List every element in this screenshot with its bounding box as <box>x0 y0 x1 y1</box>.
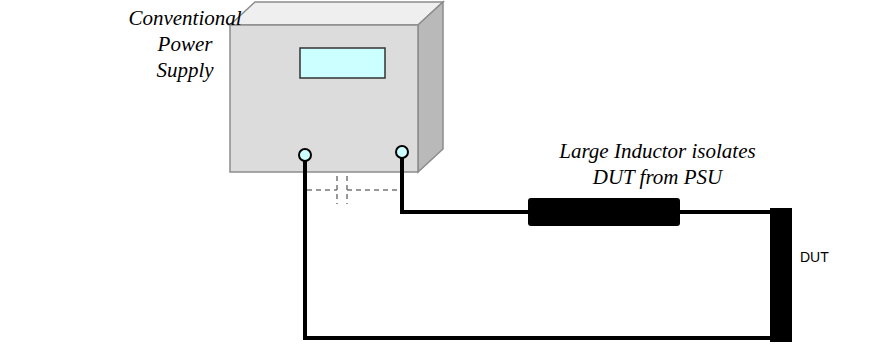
terminal <box>396 146 408 158</box>
supply-top-face <box>230 2 443 25</box>
node-label: Large Inductor isolates DUT from PSU <box>545 138 770 190</box>
inductor-symbol: Large Inductor isolates DUT from PSU <box>528 198 680 226</box>
capacitor-plate <box>336 176 338 204</box>
supply-front-face <box>230 25 418 172</box>
wire <box>402 172 528 212</box>
terminal <box>299 149 311 161</box>
supply-side-face <box>418 2 443 172</box>
wire <box>305 172 770 338</box>
supply-display <box>300 48 385 78</box>
wire <box>680 210 770 214</box>
dut-block: DUT <box>770 208 792 342</box>
node-label: DUT <box>800 248 829 266</box>
capacitor-lead <box>307 189 337 191</box>
parasitic-capacitor <box>307 176 400 204</box>
node-label: Conventional Power Supply <box>120 5 250 83</box>
power-supply: Conventional Power Supply <box>230 25 418 172</box>
capacitor-lead <box>347 189 400 191</box>
